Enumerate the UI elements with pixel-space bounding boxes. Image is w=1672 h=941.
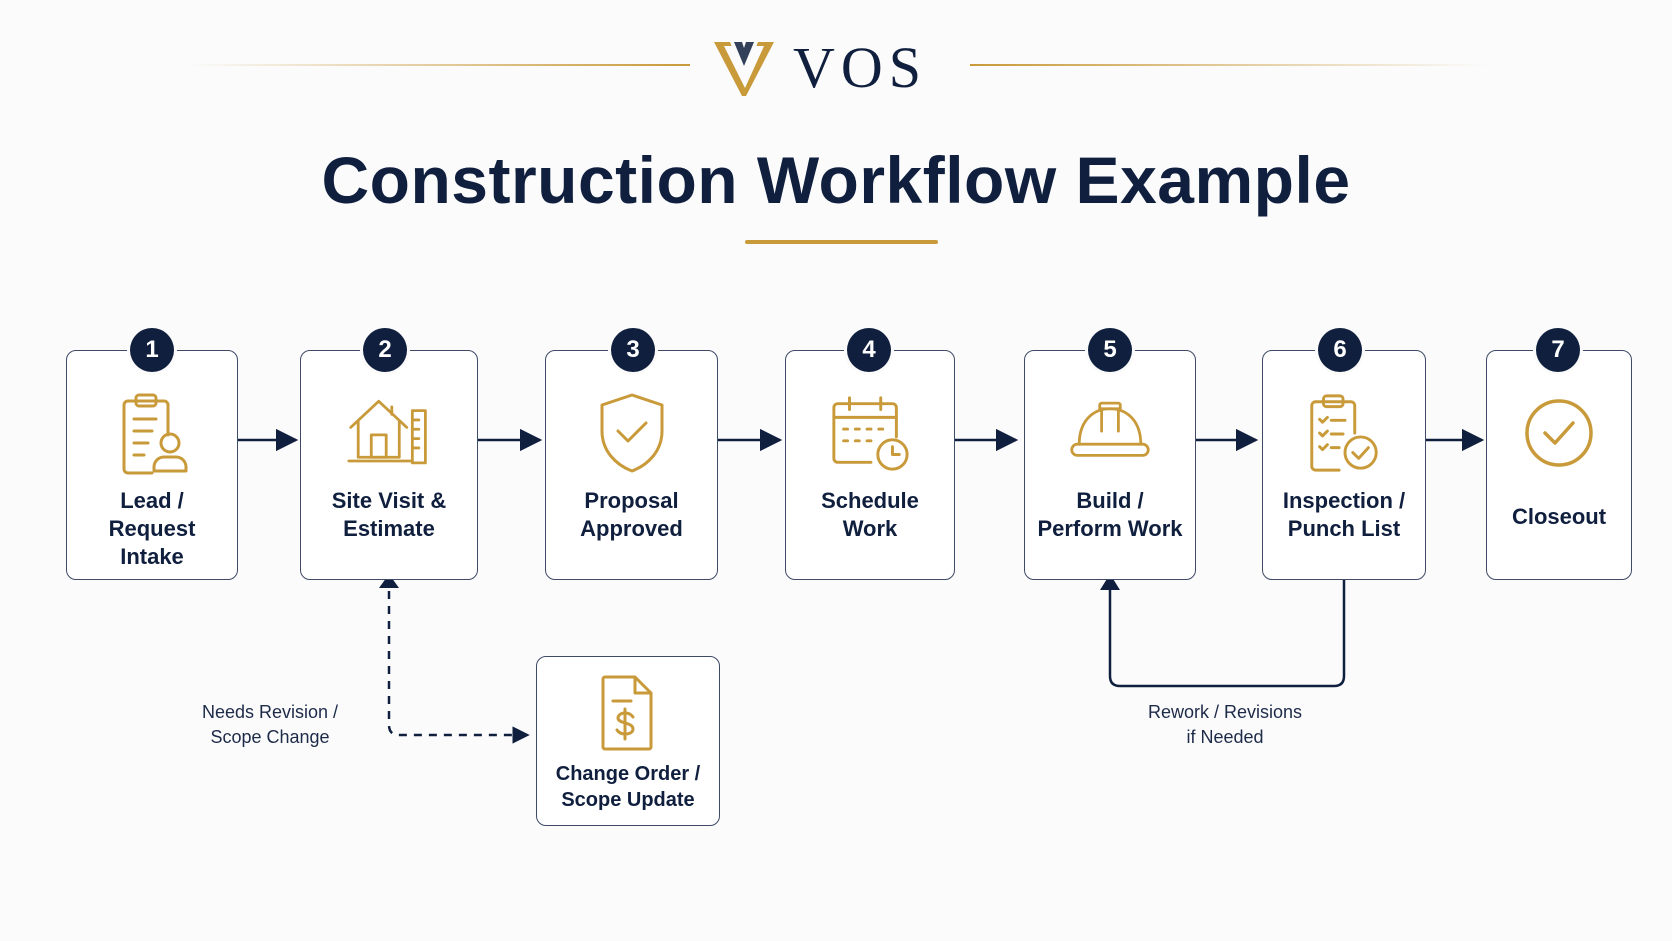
brand-name: VOS [793,35,928,100]
shield-check-icon [600,393,663,473]
step-number-badge: 7 [1536,328,1580,372]
title-underline [745,240,938,244]
house-ruler-icon [347,399,427,465]
revision-note: Needs Revision /Scope Change [201,702,339,747]
rework-loop-arrow [1108,580,1346,688]
clipboard-check-icon [1310,394,1378,472]
vos-logo-mark [714,42,774,96]
step-label: Build /Perform Work [1037,488,1183,541]
step-number-badge: 4 [847,328,891,372]
step-number-badge: 5 [1088,328,1132,372]
revision-loop-arrow [387,576,530,744]
change-order-box: Change Order /Scope Update [536,656,720,826]
calendar-clock-icon [832,396,909,471]
step-box-build: Build /Perform Work [1024,350,1196,580]
step-box-inspection: Inspection /Punch List [1262,350,1426,580]
step-label: Closeout [1511,504,1607,529]
step-label: Inspection /Punch List [1282,488,1406,541]
step-number-badge: 3 [611,328,655,372]
step-box-closeout: Closeout [1486,350,1632,580]
step-number-badge: 2 [363,328,407,372]
change-order-label: Change Order /Scope Update [555,763,701,811]
revision-loop-head [379,574,399,588]
step-box-site-visit: Site Visit &Estimate [300,350,478,580]
step-label: Site Visit &Estimate [331,488,447,541]
page-title: Construction Workflow Example [321,143,1351,217]
document-dollar-icon [601,675,653,751]
check-circle-icon [1525,399,1593,467]
clipboard-user-icon [122,393,188,475]
hard-hat-icon [1070,401,1150,457]
step-number-badge: 1 [130,328,174,372]
brand-divider-right [970,64,1490,66]
step-number-badge: 6 [1318,328,1362,372]
brand-divider-left [185,64,690,66]
rework-loop-head [1100,574,1120,590]
